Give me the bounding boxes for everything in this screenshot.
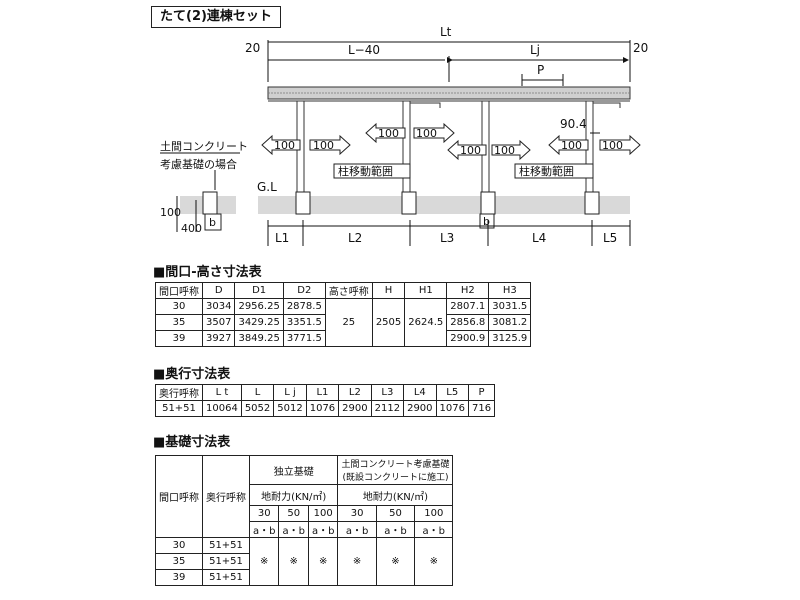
lj-label: Lj	[530, 43, 540, 57]
arrow-left-2	[365, 122, 406, 144]
concrete-note-1: 土間コンクリート	[160, 140, 248, 153]
post-2	[402, 100, 411, 198]
arrow-right-2	[413, 122, 455, 144]
foundation-table: 間口呼称 奥行呼称 独立基礎 土間コンクリート考慮基礎(既設コンクリートに施工)…	[155, 455, 454, 586]
arrow-left-4	[548, 134, 589, 156]
pillar-range-label-2: 柱移動範囲	[519, 164, 574, 178]
elevation-diagram: Lt 20 20 L−40 Lj P 90.4 100 100 100 100 …	[160, 25, 648, 246]
svg-text:100: 100	[274, 139, 295, 152]
col-frontage: 間口呼称	[155, 455, 203, 538]
l1-label: L1	[275, 231, 289, 245]
dim-90-4: 90.4	[560, 117, 587, 131]
arrow-right-4	[599, 134, 641, 156]
col-depth: 奥行呼称	[202, 455, 250, 538]
concrete-note-2: 考慮基礎の場合	[160, 157, 237, 171]
ground	[258, 196, 630, 214]
side-right-label: 20	[633, 41, 648, 55]
side-left-label: 20	[245, 41, 260, 55]
depth-400: 400	[181, 222, 202, 235]
gl-label: G.L	[257, 180, 277, 194]
l40-label: L−40	[348, 43, 380, 57]
svg-text:100: 100	[460, 144, 481, 157]
b-label-1: b	[209, 216, 216, 229]
group-concrete: 土間コンクリート考慮基礎(既設コンクリートに施工)	[337, 455, 454, 485]
b-label-2: b	[483, 215, 490, 228]
l2-label: L2	[348, 231, 362, 245]
svg-text:100: 100	[313, 139, 334, 152]
table1-heading: ■間口-高さ寸法表	[153, 265, 262, 280]
l4-label: L4	[532, 231, 546, 245]
pillar-range-label-1: 柱移動範囲	[338, 164, 393, 178]
depth-100: 100	[160, 206, 181, 219]
l5-label: L5	[603, 231, 617, 245]
svg-text:100: 100	[602, 139, 623, 152]
page-title: たて(2)連棟セット	[151, 6, 281, 28]
arrow-right-1	[309, 134, 351, 156]
group-independent: 独立基礎	[248, 455, 339, 485]
svg-text:100: 100	[561, 139, 582, 152]
p-label: P	[537, 63, 544, 77]
arrow-right-3	[491, 139, 531, 161]
arrow-left-3	[447, 139, 487, 161]
table2-heading: ■奥行寸法表	[153, 367, 231, 382]
l3-label: L3	[440, 231, 454, 245]
svg-text:100: 100	[378, 127, 399, 140]
arrow-left-1	[261, 134, 301, 156]
lt-label: Lt	[440, 25, 452, 39]
table3-heading: ■基礎寸法表	[153, 435, 231, 450]
svg-text:100: 100	[416, 127, 437, 140]
svg-text:100: 100	[494, 144, 515, 157]
